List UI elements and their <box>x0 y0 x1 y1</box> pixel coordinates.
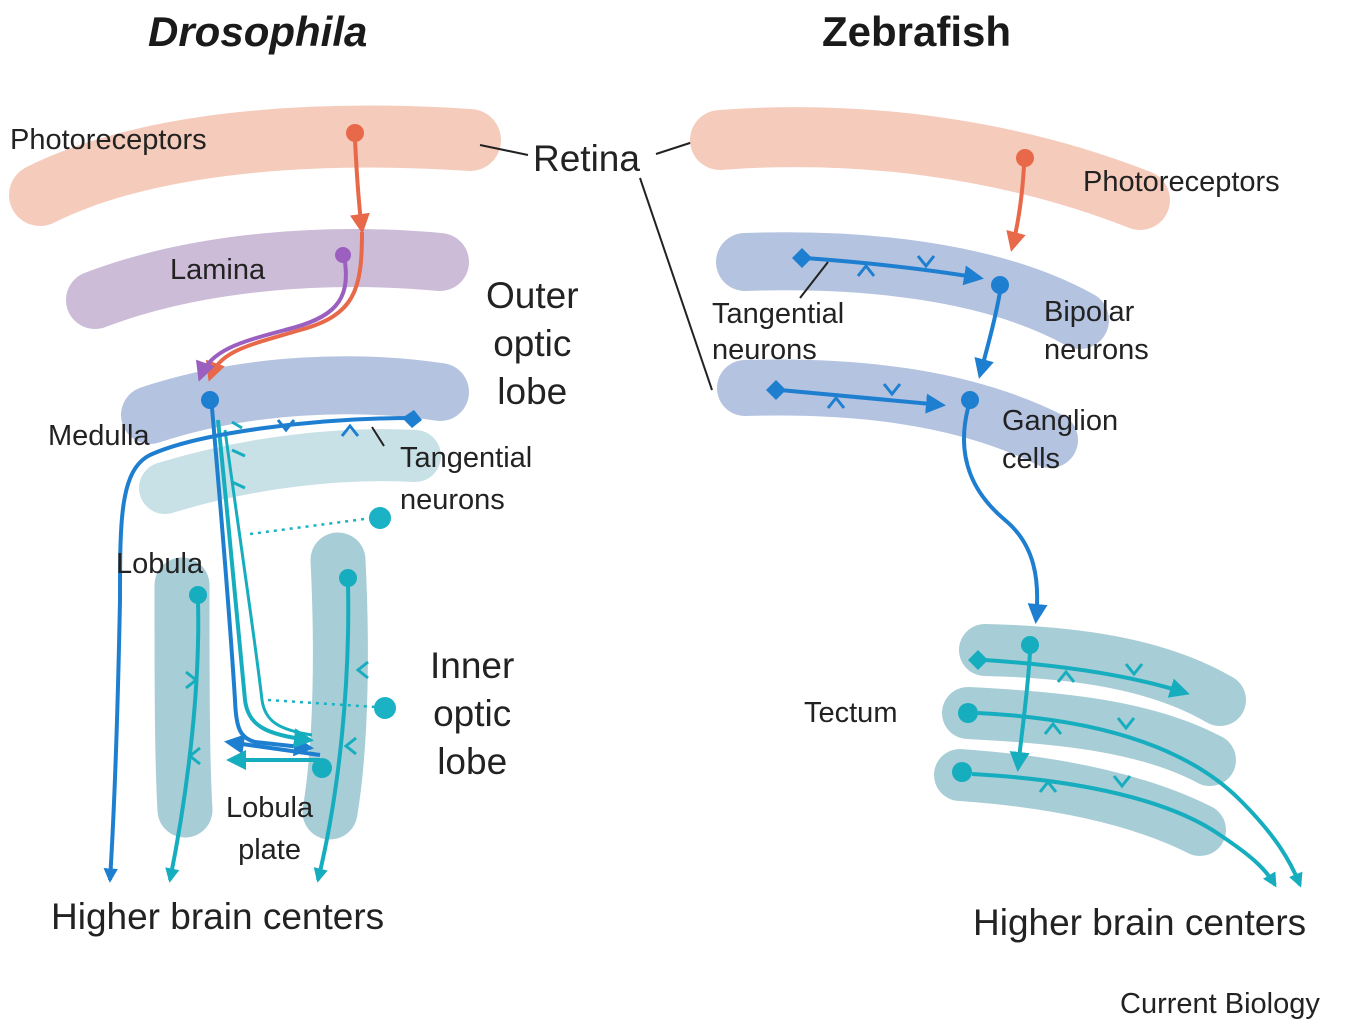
zebrafish-higher-brain-centers-label: Higher brain centers <box>973 902 1306 945</box>
zebrafish-retina-layer <box>720 137 1140 200</box>
drosophila-medulla-layer <box>150 385 440 415</box>
drosophila-title: Drosophila <box>148 8 367 56</box>
lamina-label: Lamina <box>170 254 265 287</box>
drosophila-photoreceptors-label: Photoreceptors <box>10 124 207 157</box>
tectum-label: Tectum <box>804 697 897 730</box>
credit-label: Current Biology <box>1120 988 1320 1021</box>
zebrafish-photoreceptors-label: Photoreceptors <box>1083 166 1280 199</box>
bipolar-neurons-label: Bipolar neurons <box>1044 293 1149 369</box>
medulla-label: Medulla <box>48 420 150 453</box>
inner-optic-lobe-label: Inner optic lobe <box>430 642 514 786</box>
ganglion-cells-label: Ganglion cells <box>1002 402 1118 478</box>
lobula-label: Lobula <box>116 548 203 581</box>
drosophila-higher-brain-centers-label: Higher brain centers <box>51 896 384 939</box>
drosophila-lobula-layer <box>182 585 185 810</box>
drosophila-tangential-neurons-label: Tangential neurons <box>400 437 532 521</box>
drosophila-tangential-layer <box>165 455 415 488</box>
outer-optic-lobe-label: Outer optic lobe <box>486 272 579 416</box>
zebrafish-title: Zebrafish <box>822 8 1011 56</box>
drosophila-lamina-layer <box>95 258 440 300</box>
zebrafish-tangential-neurons-label: Tangential neurons <box>712 296 844 368</box>
zebrafish-tectum-layer-3 <box>960 775 1200 830</box>
retina-label: Retina <box>533 138 640 181</box>
lobula-plate-label: Lobula plate <box>226 787 313 871</box>
